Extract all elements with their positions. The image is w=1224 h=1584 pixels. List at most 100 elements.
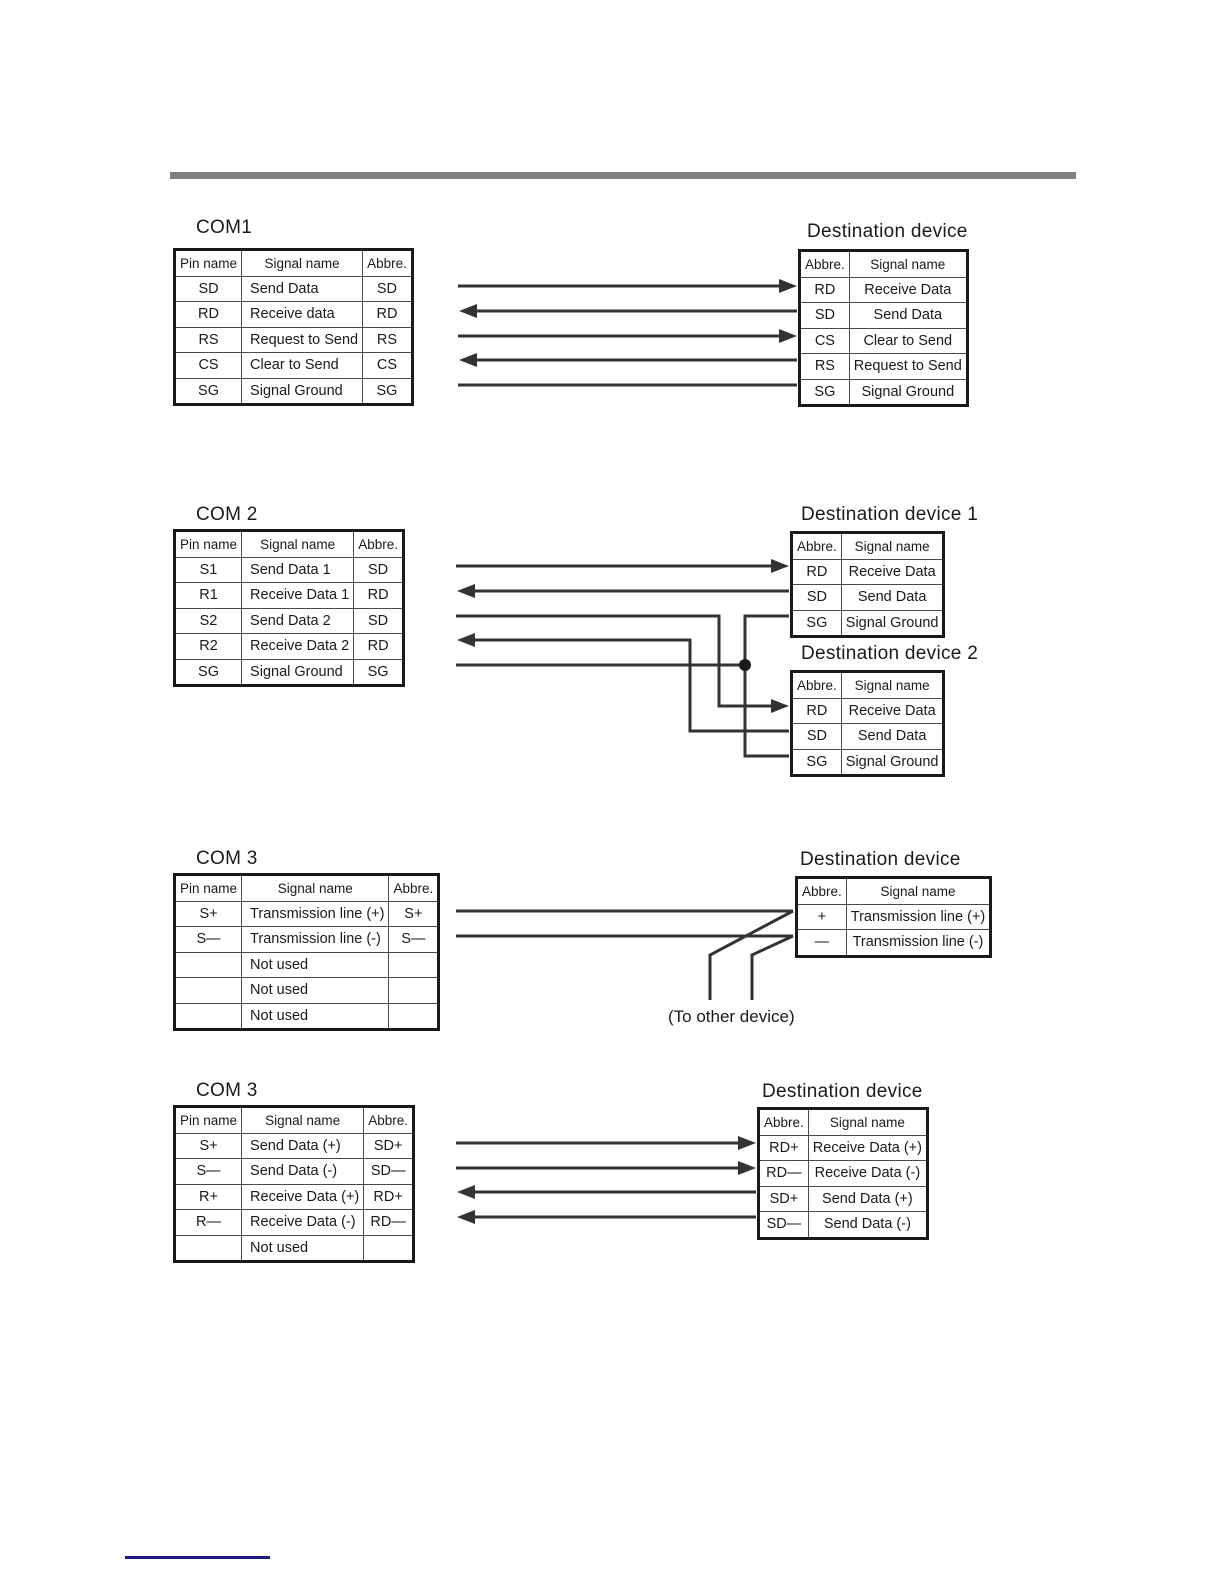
com3-4w-source-title: COM 3 xyxy=(196,1080,258,1101)
pin-cell-empty xyxy=(173,977,243,1004)
abbr-cell: RD+ xyxy=(363,1183,415,1210)
table-row: S— Transmission line (-) S— xyxy=(173,926,440,953)
table-row: SD Send Data xyxy=(791,584,945,611)
signal-cell: Receive Data (+) xyxy=(807,1134,928,1161)
col-header-pin-name: Pin name xyxy=(173,1106,243,1134)
table-row: RD— Receive Data (-) xyxy=(758,1160,928,1187)
com3-2w-source-table: Pin name Signal name Abbre. S+ Transmiss… xyxy=(173,873,441,1031)
com2-source-title: COM 2 xyxy=(196,504,258,525)
signal-cell: Receive Data xyxy=(840,697,945,724)
signal-cell: Signal Ground xyxy=(241,377,364,405)
table-row: SG Signal Ground SG xyxy=(173,377,413,405)
table-header-row: Pin name Signal name Abbre. xyxy=(173,530,404,558)
abbr-cell: SG xyxy=(353,658,404,686)
signal-cell: Send Data xyxy=(848,302,968,329)
pin-cell: SG xyxy=(173,658,243,686)
signal-cell: Receive Data 1 xyxy=(241,582,355,609)
com3-4w-dest-title: Destination device xyxy=(762,1081,923,1102)
abbr-cell: RD xyxy=(791,558,842,585)
signal-cell: Send Data xyxy=(840,723,945,750)
table-row: SD+ Send Data (+) xyxy=(758,1185,928,1212)
com3-4w-dest-table: Abbre. Signal name RD+ Receive Data (+) … xyxy=(757,1107,929,1240)
abbr-cell: RD+ xyxy=(758,1134,809,1161)
abbr-cell-empty xyxy=(363,1234,415,1262)
signal-cell: Not used xyxy=(241,1234,365,1262)
arrow-right-icon xyxy=(771,559,789,573)
abbr-cell: CS xyxy=(799,327,850,354)
arrow-left-icon xyxy=(457,584,475,598)
col-header-signal-name: Signal name xyxy=(845,877,992,905)
table-row: Not used xyxy=(173,977,440,1004)
table-row: S1 Send Data 1 SD xyxy=(173,556,404,583)
arrow-right-icon xyxy=(779,279,797,293)
table-header-row: Pin name Signal name Abbre. xyxy=(173,1106,415,1134)
pin-cell-empty xyxy=(173,1234,243,1262)
col-header-pin-name: Pin name xyxy=(173,530,243,558)
pin-cell: S+ xyxy=(173,1132,243,1159)
arrow-right-icon xyxy=(779,329,797,343)
signal-cell: Request to Send xyxy=(241,326,364,353)
pin-cell: R+ xyxy=(173,1183,243,1210)
com2-dest1-title: Destination device 1 xyxy=(801,504,979,525)
signal-cell: Transmission line (-) xyxy=(845,929,992,957)
com3-2w-source-title: COM 3 xyxy=(196,848,258,869)
signal-cell: Send Data xyxy=(840,584,945,611)
com3-2w-dest-title: Destination device xyxy=(800,849,961,870)
com1-dest-title: Destination device xyxy=(807,221,968,242)
abbr-cell: SD xyxy=(353,607,404,634)
pin-cell: R— xyxy=(173,1209,243,1236)
col-header-signal-name: Signal name xyxy=(848,250,968,278)
col-header-abbre: Abbre. xyxy=(796,877,847,905)
signal-cell: Receive Data (-) xyxy=(807,1160,928,1187)
signal-cell: Receive data xyxy=(241,301,364,328)
table-header-row: Abbre. Signal name xyxy=(796,877,992,905)
signal-cell: Receive Data (+) xyxy=(241,1183,365,1210)
pin-cell: R1 xyxy=(173,582,243,609)
table-row: S+ Send Data (+) SD+ xyxy=(173,1132,415,1159)
pin-cell: SD xyxy=(173,275,243,302)
table-row: SD Send Data SD xyxy=(173,275,413,302)
table-header-row: Abbre. Signal name xyxy=(758,1108,928,1136)
abbr-cell: SG xyxy=(362,377,413,405)
signal-cell: Send Data (-) xyxy=(241,1158,365,1185)
abbr-cell: RD— xyxy=(758,1160,809,1187)
abbr-cell: SD xyxy=(799,302,850,329)
pin-cell: SG xyxy=(173,377,243,405)
com2-dest1-table: Abbre. Signal name RD Receive Data SD Se… xyxy=(790,531,946,638)
arrow-left-icon xyxy=(457,633,475,647)
signal-cell: Send Data xyxy=(241,275,364,302)
table-row: — Transmission line (-) xyxy=(796,929,992,957)
signal-cell: Signal Ground xyxy=(241,658,355,686)
wire-sg-to-dev2-sg xyxy=(743,665,789,758)
com1-source-table: Pin name Signal name Abbre. SD Send Data… xyxy=(173,248,414,406)
table-row: RD Receive Data xyxy=(791,558,945,585)
arrow-left-icon xyxy=(459,304,477,318)
junction-dot xyxy=(739,659,751,671)
com2-dest2-table: Abbre. Signal name RD Receive Data SD Se… xyxy=(790,670,946,777)
wire-branch-minus-to-other-device xyxy=(750,934,794,1000)
signal-cell: Send Data 2 xyxy=(241,607,355,634)
table-row: Not used xyxy=(173,1002,440,1030)
col-header-abbre: Abbre. xyxy=(799,250,850,278)
col-header-signal-name: Signal name xyxy=(241,1106,365,1134)
abbr-cell: SG xyxy=(799,378,850,406)
table-header-row: Abbre. Signal name xyxy=(799,250,968,278)
col-header-signal-name: Signal name xyxy=(807,1108,928,1136)
signal-cell: Not used xyxy=(241,1002,390,1030)
wire-r2-from-dev2-sd xyxy=(472,638,789,733)
col-header-signal-name: Signal name xyxy=(241,874,390,902)
table-row: R2 Receive Data 2 RD xyxy=(173,633,404,660)
col-header-abbre: Abbre. xyxy=(791,532,842,560)
table-row: R+ Receive Data (+) RD+ xyxy=(173,1183,415,1210)
abbr-cell-empty xyxy=(388,1002,440,1030)
table-header-row: Abbre. Signal name xyxy=(791,532,945,560)
abbr-cell: SG xyxy=(791,748,842,776)
table-row: R— Receive Data (-) RD— xyxy=(173,1209,415,1236)
footer-rule xyxy=(125,1556,270,1559)
col-header-signal-name: Signal name xyxy=(840,671,945,699)
signal-cell: Signal Ground xyxy=(848,378,968,406)
col-header-abbre: Abbre. xyxy=(363,1106,415,1134)
